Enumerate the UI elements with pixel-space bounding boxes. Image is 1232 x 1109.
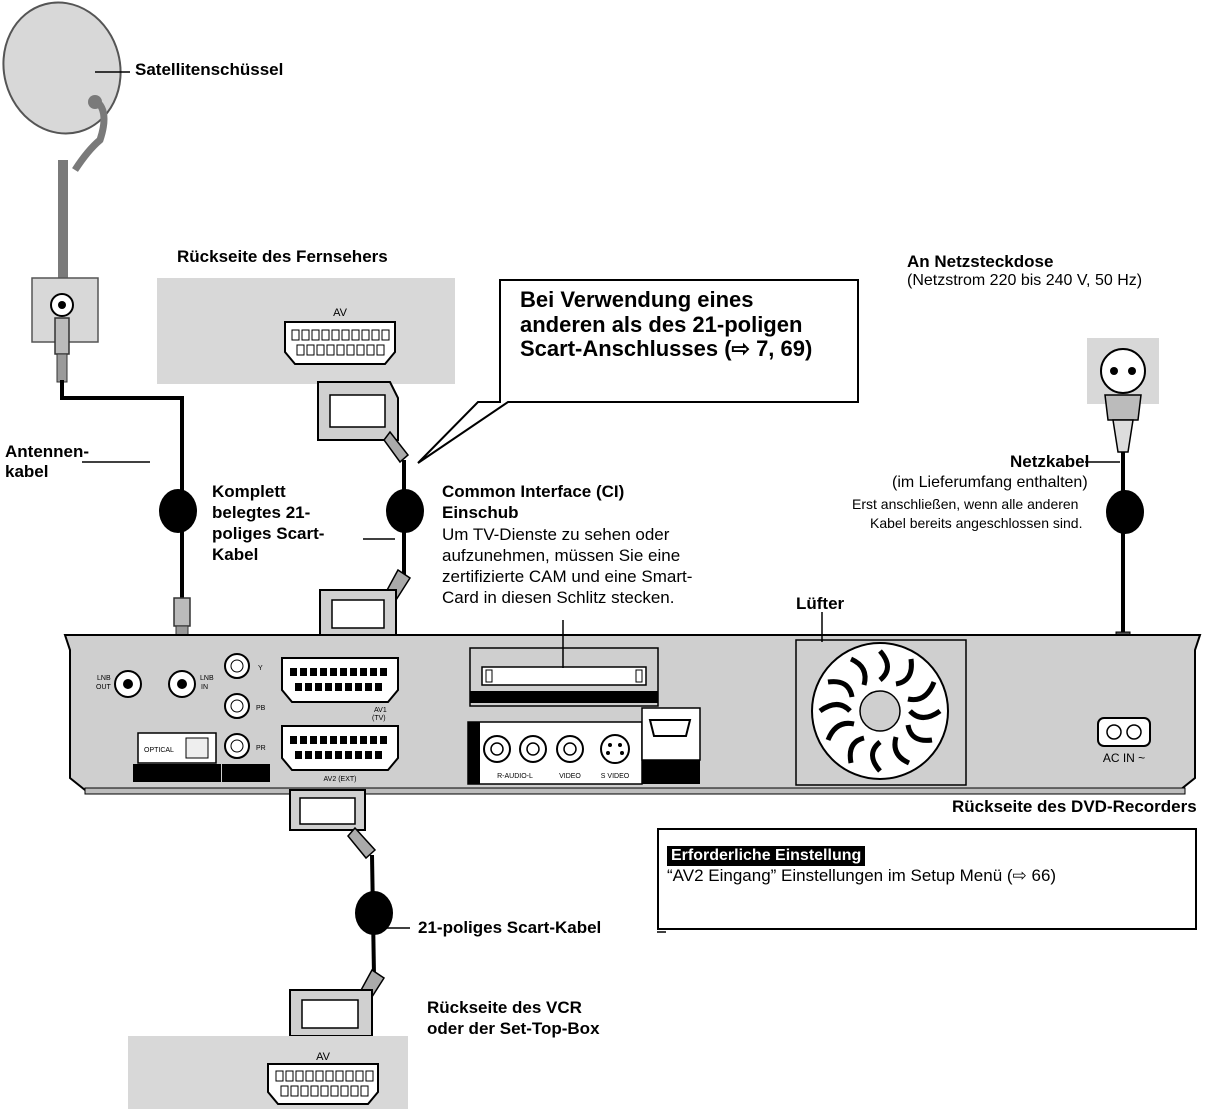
svg-text:(TV): (TV) [372,715,386,722]
tv-back-label: Rückseite des Fernsehers [177,247,388,266]
scart-full-label-2: belegtes 21- [212,503,311,522]
vcr-back-panel: AV [128,1036,408,1109]
scart-full-label-3: poliges Scart- [212,524,325,543]
svg-text:DIGITAL AUDIO OUT: DIGITAL AUDIO OUT [148,768,207,774]
svg-text:OUT: OUT [472,747,479,763]
svg-text:AC IN ~: AC IN ~ [1103,751,1145,765]
scart-cable-label: 21-poliges Scart-Kabel [418,918,602,937]
power-cable-note-1: Erst anschließen, wenn alle anderen [852,496,1079,512]
svg-text:S VIDEO: S VIDEO [601,773,630,780]
fan-label: Lüfter [796,594,845,613]
ci-title-2: Einschub [442,503,519,522]
power-cable-included: (im Lieferumfang enthalten) [892,474,1088,491]
svg-text:(PCM/BITSTREAM): (PCM/BITSTREAM) [152,775,202,781]
antenna-cable-label-2: kabel [5,462,49,481]
svg-text:AV: AV [333,307,348,319]
svg-text:COMMON INTERFACE: COMMON INTERFACE [530,695,600,702]
svg-text:OUT: OUT [96,684,112,691]
svg-text:1: 1 [170,497,187,530]
svg-text:R-AUDIO-L: R-AUDIO-L [497,773,533,780]
power-cable-title: Netzkabel [1010,452,1090,471]
ci-desc-4: Card in diesen Schlitz stecken. [442,588,675,607]
svg-text:AV: AV [316,1051,331,1063]
scart-plug-tv-icon [317,381,410,464]
satellite-dish-label: Satellitenschüssel [135,60,284,79]
scart-full-label-1: Komplett [212,482,286,501]
svg-text:PB: PB [256,705,266,712]
antenna-cable [60,380,184,600]
tv-scart-socket [284,321,396,365]
vcr-back-label-1: Rückseite des VCR [427,998,582,1017]
scart-plug-recorder-av2-icon [289,789,377,860]
svg-text:VIDEO OUT: VIDEO OUT [229,775,262,781]
ci-desc-3: zertifizierte CAM und eine Smart- [442,567,693,586]
tv-back-panel: AV [157,278,455,384]
mains-outlet-spec: (Netzstrom 220 bis 240 V, 50 Hz) [907,272,1143,289]
ci-title-1: Common Interface (CI) [442,482,625,501]
scart-plug-recorder-av1-icon [319,568,412,636]
svg-text:3: 3 [1117,498,1134,531]
callout-bubble [417,279,859,464]
antenna-cable-label-1: Antennen- [5,442,90,461]
satellite-dish-icon [2,1,130,280]
required-setting-text: “AV2 Eingang” Einstellungen im Setup Men… [667,866,1057,885]
required-setting-heading: Erforderliche Einstellung [667,846,866,866]
svg-text:OPTICAL: OPTICAL [144,747,174,754]
svg-text:AV OUT: AV OUT [659,775,683,782]
tv-scart-pins [291,329,390,356]
svg-text:VIDEO: VIDEO [559,773,581,780]
scart-cable-4 [370,854,376,976]
svg-text:LNB: LNB [200,675,214,682]
power-cable-note-2: Kabel bereits angeschlossen sind. [870,515,1083,531]
mains-outlet-icon [1087,338,1159,453]
svg-text:PR: PR [256,745,266,752]
ci-desc-1: Um TV-Dienste zu sehen oder [442,525,670,544]
ci-desc-2: aufzunehmen, müssen Sie eine [442,546,681,565]
svg-text:LNB: LNB [97,675,111,682]
vcr-back-label-2: oder der Set-Top-Box [427,1019,600,1038]
recorder-back-label: Rückseite des DVD-Recorders [952,797,1197,816]
mains-outlet-title: An Netzsteckdose [907,252,1054,271]
step-marker-1: 1 [159,489,197,533]
svg-text:COMPONENT: COMPONENT [227,768,266,774]
svg-text:IN: IN [201,684,208,691]
svg-text:HDMI: HDMI [661,764,681,773]
svg-text:AV1: AV1 [374,707,387,714]
svg-text:AV2 (EXT): AV2 (EXT) [324,776,357,783]
required-setting-box: Erforderliche Einstellung “AV2 Eingang” … [657,828,1197,930]
scart-full-label-4: Kabel [212,545,259,564]
dvd-recorder-rear: LNB OUT LNB IN OPTICAL DIGITAL AUDIO OUT… [63,634,1202,795]
callout-text: Bei Verwendung eines anderen als des 21-… [520,287,813,362]
scart-plug-vcr-icon [289,968,386,1037]
antenna-socket-icon [31,277,99,383]
svg-text:Y: Y [258,665,263,672]
